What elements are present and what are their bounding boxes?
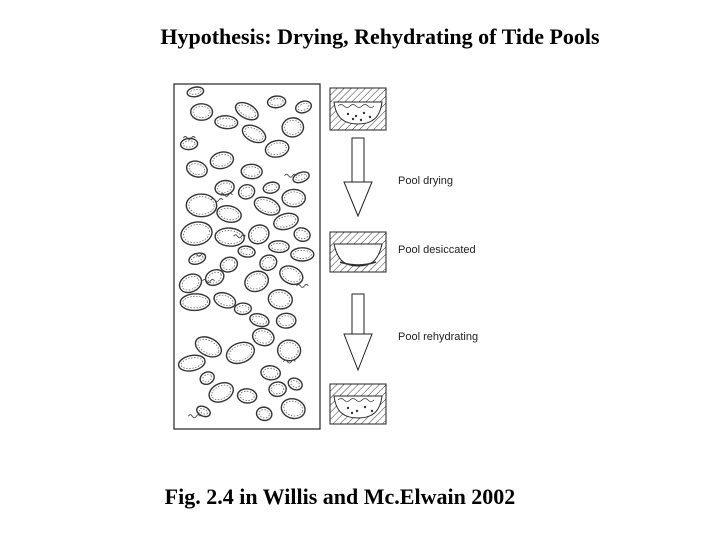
pebble-shape	[241, 164, 263, 179]
figure-caption: Fig. 2.4 in Willis and Mc.Elwain 2002	[0, 484, 680, 510]
stage-label-rehydrating: Pool rehydrating	[398, 331, 478, 343]
pool-rehydrated-diagram	[330, 384, 386, 424]
pebble-shape	[291, 248, 314, 261]
stage-label-desiccated: Pool desiccated	[398, 244, 476, 256]
pebble-shape	[269, 241, 290, 253]
sediment-cross-section	[174, 84, 320, 429]
pool-stage-column: Pool drying Pool desiccated Pool rehydra…	[330, 88, 478, 424]
pebble-shape	[186, 194, 217, 217]
pebble-shape	[180, 293, 210, 311]
stage-label-drying: Pool drying	[398, 175, 453, 187]
pool-full-diagram	[330, 88, 386, 130]
pool-desiccated-diagram	[330, 232, 386, 272]
down-arrow-icon	[344, 138, 372, 216]
down-arrow-icon	[344, 294, 372, 370]
